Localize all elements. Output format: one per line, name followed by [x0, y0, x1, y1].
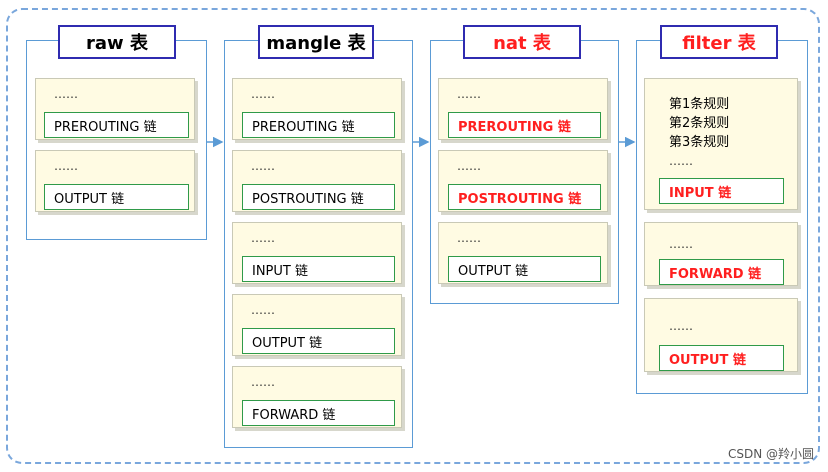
table-nat-title: nat 表 [463, 25, 581, 59]
rule-placeholder: …… [669, 154, 693, 168]
rule-item: 第1条规则 [669, 97, 730, 112]
rule-placeholder: …… [251, 231, 275, 245]
chain-label-mangle-prerouting: PREROUTING 链 [242, 112, 395, 138]
chain-label-filter-output: OUTPUT 链 [659, 345, 784, 371]
chain-label-filter-forward: FORWARD 链 [659, 259, 784, 285]
chain-label-raw-prerouting: PREROUTING 链 [44, 112, 189, 138]
rule-placeholder: …… [54, 87, 78, 101]
rule-placeholder: …… [251, 159, 275, 173]
chain-label-nat-output: OUTPUT 链 [448, 256, 601, 282]
chain-label-mangle-postrouting: POSTROUTING 链 [242, 184, 395, 210]
rule-placeholder: …… [457, 231, 481, 245]
rule-placeholder: …… [251, 87, 275, 101]
rule-placeholder: …… [457, 87, 481, 101]
rule-placeholder: …… [669, 237, 693, 251]
rule-placeholder: …… [457, 159, 481, 173]
rule-list: 第1条规则 第2条规则 第3条规则 …… [669, 95, 729, 168]
diagram-frame [6, 8, 820, 464]
chain-label-mangle-output: OUTPUT 链 [242, 328, 395, 354]
table-mangle-title: mangle 表 [258, 25, 374, 59]
table-raw-title: raw 表 [58, 25, 176, 59]
rule-placeholder: …… [669, 319, 693, 333]
chain-label-raw-output: OUTPUT 链 [44, 184, 189, 210]
chain-label-mangle-forward: FORWARD 链 [242, 400, 395, 426]
table-filter-title: filter 表 [660, 25, 778, 59]
chain-label-mangle-input: INPUT 链 [242, 256, 395, 282]
chain-label-nat-postrouting: POSTROUTING 链 [448, 184, 601, 210]
watermark: CSDN @羚小圆 [727, 447, 814, 461]
rule-item: 第2条规则 [669, 116, 730, 131]
rule-placeholder: …… [54, 159, 78, 173]
chain-label-filter-input: INPUT 链 [659, 178, 784, 204]
rule-placeholder: …… [251, 303, 275, 317]
chain-label-nat-prerouting: PREROUTING 链 [448, 112, 601, 138]
rule-placeholder: …… [251, 375, 275, 389]
rule-item: 第3条规则 [669, 135, 730, 150]
